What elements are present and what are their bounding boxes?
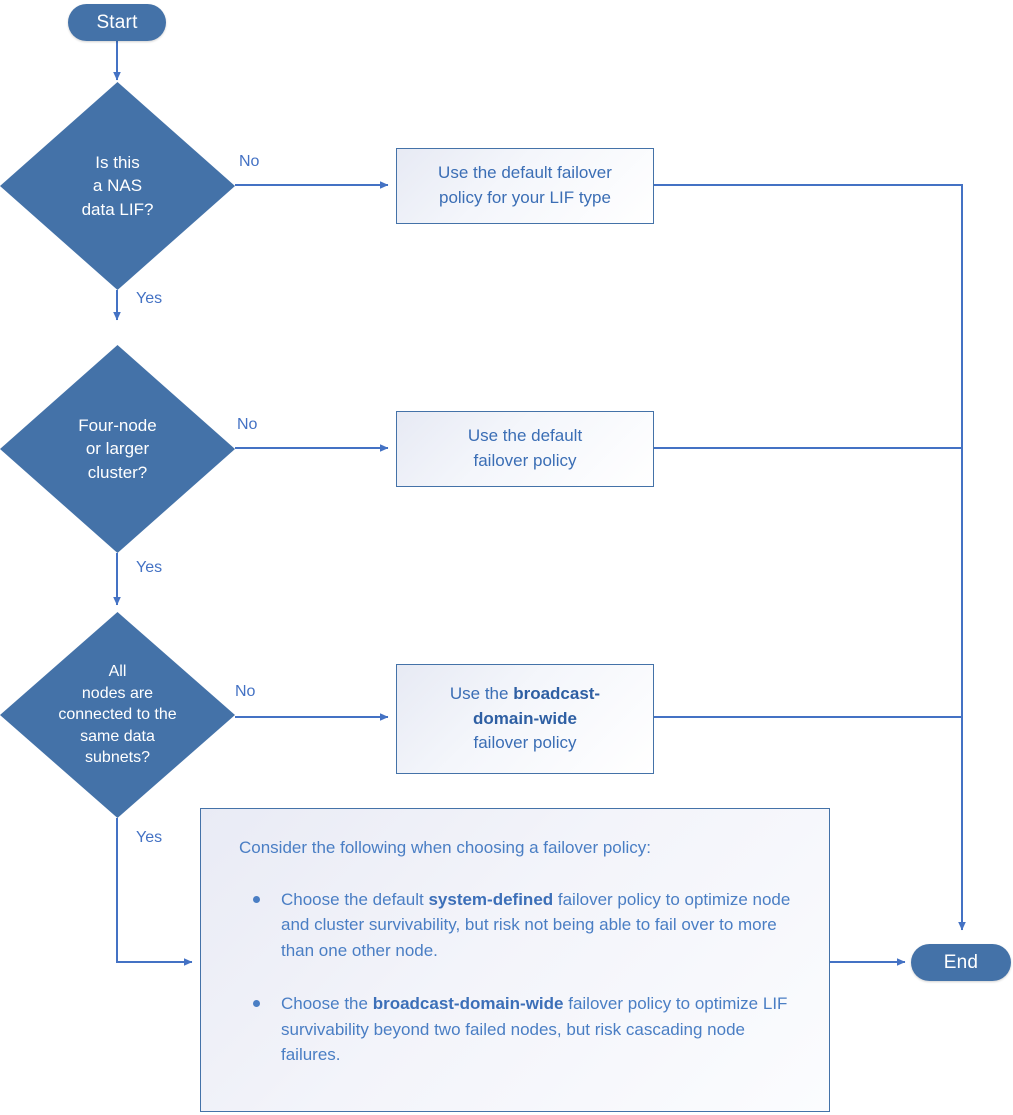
decision3-line-5: subnets? [85,749,150,767]
decision-node-nas-data-lif-label: Is this a NAS data LIF? [16,151,218,221]
end-node[interactable]: End [911,944,1011,981]
process-box-default-policy-lif-type[interactable]: Use the default failover policy for your… [396,148,654,224]
decision-node-four-node-cluster[interactable]: Four-node or larger cluster? [0,345,235,553]
note-b1-seg-1: Choose the default [281,889,429,909]
note-b2-seg-1: Choose the [281,994,373,1013]
process3-text: Use the broadcast- domain-wide failover … [450,682,600,756]
note-b1-seg-2: system-defined [428,889,554,909]
bullet-icon [253,895,260,903]
edge-label-d1-no: No [239,153,260,170]
process2-text: Use the default failover policy [468,424,582,473]
process3-seg-2: broadcast- [513,684,601,704]
edge-label-d1-yes: Yes [136,290,163,307]
note-bullet-item: Choose the default system-defined failov… [239,887,803,964]
process1-line-1: Use the default failover [438,163,612,183]
process-box-broadcast-domain-wide-policy[interactable]: Use the broadcast- domain-wide failover … [396,664,654,774]
note-bullet-list: Choose the default system-defined failov… [239,887,803,1068]
decision1-line-3: data LIF? [81,199,154,219]
note-b1-seg-3: failover policy to optimize node and clu… [281,889,791,960]
edge-label-d3-yes: Yes [136,829,163,846]
process3-line-3: failover policy [473,733,577,753]
process1-line-2: policy for your LIF type [439,188,611,207]
note-bullet-item: Choose the broadcast-domain-wide failove… [239,991,803,1068]
decision1-line-1: Is this [95,152,140,172]
decision-node-nas-data-lif[interactable]: Is this a NAS data LIF? [0,82,235,290]
decision3-line-1: All [108,663,127,681]
decision-node-four-node-cluster-label: Four-node or larger cluster? [16,414,218,484]
process3-line-1: Use the broadcast- [450,682,600,707]
start-node-label: Start [96,11,138,33]
process3-seg-1: Use the [449,684,514,704]
decision2-line-2: or larger [85,439,150,459]
decision1-line-2: a NAS [92,176,143,196]
note-b2-seg-2: broadcast-domain-wide [372,994,564,1013]
decision3-line-2: nodes are [81,684,154,702]
process2-line-2: failover policy [473,451,577,470]
decision3-line-3: connected to the [58,706,177,724]
process3-seg-3: domain-wide [473,708,577,728]
process1-text: Use the default failover policy for your… [438,161,612,210]
decision2-line-1: Four-node [78,415,157,435]
process-box-default-policy[interactable]: Use the default failover policy [396,411,654,487]
edge-label-d2-yes: Yes [136,559,163,576]
considerations-note-box[interactable]: Consider the following when choosing a f… [200,808,830,1112]
note-b2-seg-3: failover policy to optimize LIF survivab… [281,994,788,1064]
note-intro: Consider the following when choosing a f… [239,838,652,857]
decision-node-same-data-subnets[interactable]: All nodes are connected to the same data… [0,612,235,818]
decision2-line-3: cluster? [87,462,148,482]
decision3-line-4: same data [80,727,155,745]
edge-label-d3-no: No [235,683,256,700]
edge-label-d2-no: No [237,416,258,433]
end-node-label: End [943,951,979,973]
process2-line-1: Use the default [467,426,583,446]
decision-node-same-data-subnets-label: All nodes are connected to the same data… [0,661,235,769]
start-node[interactable]: Start [68,4,166,41]
process3-line-2: domain-wide [450,707,600,732]
bullet-icon [253,1000,260,1007]
